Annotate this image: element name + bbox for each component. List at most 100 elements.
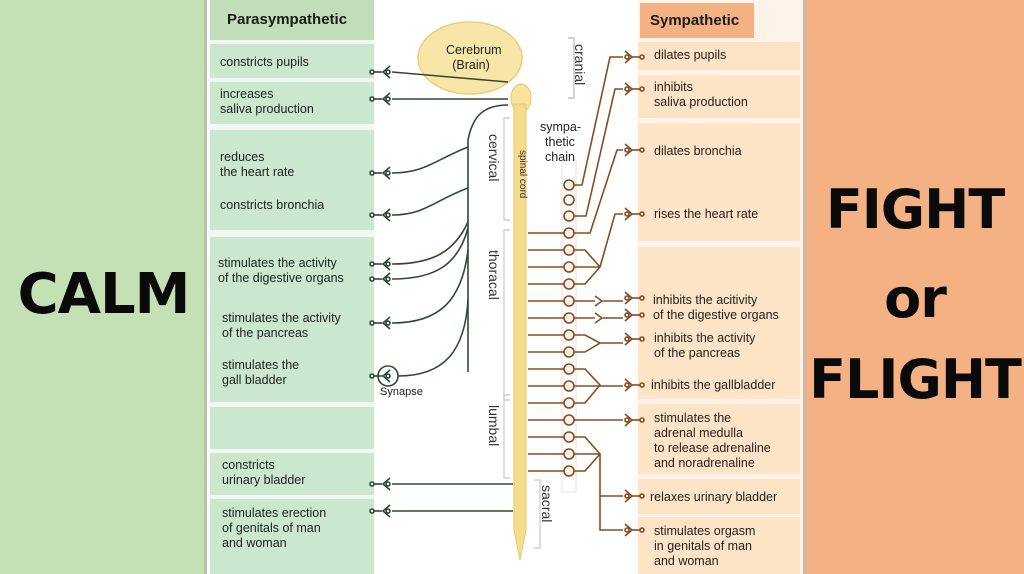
cerebrum-label: Cerebrum (Brain) xyxy=(446,43,502,72)
nerve-ending-dot xyxy=(369,69,375,75)
para-effect-digestive: stimulates the activity of the digestive… xyxy=(218,256,344,285)
para-effect-pancreas: stimulates the activity of the pancreas xyxy=(222,311,341,340)
sym-box xyxy=(638,75,800,118)
sympathetic-header: Sympathetic xyxy=(640,3,754,38)
synapse-dot xyxy=(624,417,630,423)
synapse-dot xyxy=(624,86,630,92)
nerve-pelvic xyxy=(574,436,623,531)
para-box xyxy=(210,453,374,495)
nerve-heart xyxy=(391,146,469,174)
synapse-dot xyxy=(385,320,391,326)
cranial-bracket xyxy=(568,37,575,99)
sym-box xyxy=(638,247,800,399)
nerve-bronchia xyxy=(574,149,623,234)
nerve-pancreas xyxy=(391,249,469,324)
nerve-pathways xyxy=(369,21,645,561)
synapse-dot xyxy=(624,382,630,388)
nerve-ending-dot xyxy=(639,382,645,388)
cervical-region-label: cervical xyxy=(486,134,502,182)
nerve-ending-dot xyxy=(639,211,645,217)
ganglion-icon xyxy=(563,431,575,443)
synapse-icon xyxy=(594,312,604,324)
parasympathetic-nerves xyxy=(369,65,513,518)
nerve-ending-dot xyxy=(639,527,645,533)
sym-effect-bronchia: dilates bronchia xyxy=(654,144,742,158)
ganglion-icon xyxy=(563,414,575,426)
sym-effect-gallbladder: inhibits the gallbladder xyxy=(651,378,776,392)
ganglion-icon xyxy=(563,210,575,222)
parasympathetic-header: Parasympathetic xyxy=(210,0,374,40)
para-effect-gall-bladder: stimulates the gall bladder xyxy=(222,358,300,387)
synapse-dot xyxy=(385,481,391,487)
sympathetic-chain-label: sympa- thetic chain xyxy=(540,120,581,164)
nerve-heart xyxy=(574,213,623,285)
para-effect-saliva: increases saliva production xyxy=(220,87,314,116)
synapse-icon xyxy=(381,65,391,79)
nerve-gallbladder xyxy=(574,368,623,404)
spinal-cord-label: spinal cord xyxy=(517,150,528,199)
cervical-bracket xyxy=(503,117,510,221)
nerve-ending-dot xyxy=(639,417,645,423)
para-effect-urinary-bladder: constricts urinary bladder xyxy=(222,458,306,487)
sacral-bracket xyxy=(534,479,541,549)
ganglion-icon xyxy=(563,194,575,206)
ganglion-icon xyxy=(563,227,575,239)
ganglion-icon xyxy=(563,244,575,256)
synapse-dot xyxy=(624,54,630,60)
synapse-icon xyxy=(381,477,391,491)
para-box xyxy=(210,407,374,449)
ganglion-icon xyxy=(563,261,575,273)
calm-panel xyxy=(0,0,207,574)
para-box xyxy=(210,130,374,230)
nerve-ending-dot xyxy=(639,312,645,318)
sacral-region-label: sacral xyxy=(539,485,555,523)
synapse-dot xyxy=(385,96,391,102)
sym-box xyxy=(638,123,800,241)
sym-effect-saliva: inhibits saliva production xyxy=(654,80,748,109)
calm-label: CALM xyxy=(17,262,191,327)
sympathetic-nerves xyxy=(528,50,645,537)
synapse-icon xyxy=(594,295,604,307)
nerve-ending-dot xyxy=(639,86,645,92)
synapse-dot xyxy=(624,147,630,153)
nerve-ending-dot xyxy=(369,276,375,282)
sympathetic-chain-outline xyxy=(561,159,577,493)
nerve-saliva xyxy=(574,88,623,217)
synapse-icon xyxy=(381,369,391,383)
spinal-cord-shape xyxy=(513,103,527,561)
sym-effect-digestive: inhibits the acitivity of the digestive … xyxy=(653,293,779,322)
synapse-icon xyxy=(381,92,391,106)
thoracal-region-label: thoracal xyxy=(486,250,502,300)
synapse-icon xyxy=(381,504,391,518)
para-effect-heart: reduces the heart rate xyxy=(220,150,295,179)
ganglion-icon xyxy=(563,179,575,191)
sym-effect-pupils: dilates pupils xyxy=(654,48,727,62)
para-box xyxy=(210,499,374,574)
synapse-dot xyxy=(385,170,391,176)
synapse-dot xyxy=(385,69,391,75)
or-label: or xyxy=(884,267,947,330)
panel-divider xyxy=(803,0,806,574)
nerve-ending-dot xyxy=(639,147,645,153)
nerve-digestive xyxy=(391,221,469,265)
synapse-icon xyxy=(381,257,391,271)
nerve-digestive xyxy=(391,227,469,280)
synapse-dot xyxy=(385,212,391,218)
nerve-ending-dot xyxy=(639,336,645,342)
synapse-dot xyxy=(624,336,630,342)
ganglion-icon xyxy=(563,363,575,375)
nerve-gall-bladder xyxy=(397,299,469,377)
synapse-icon xyxy=(381,208,391,222)
synapse-icon xyxy=(381,272,391,286)
nerve-ending-dot xyxy=(369,170,375,176)
flight-label: FLIGHT xyxy=(809,348,1022,411)
para-effect-bronchia: constricts bronchia xyxy=(220,198,325,212)
lumbal-region-label: lumbal xyxy=(486,405,502,447)
synapse-dot xyxy=(624,493,630,499)
synapse-dot xyxy=(385,261,391,267)
nerve-ending-dot xyxy=(369,261,375,267)
synapse-dot xyxy=(624,527,630,533)
sym-effect-genitals: stimulates orgasm in genitals of man and… xyxy=(654,524,756,568)
ganglion-icon xyxy=(563,448,575,460)
sym-effect-pancreas: inhibits the activity of the pancreas xyxy=(654,331,756,360)
